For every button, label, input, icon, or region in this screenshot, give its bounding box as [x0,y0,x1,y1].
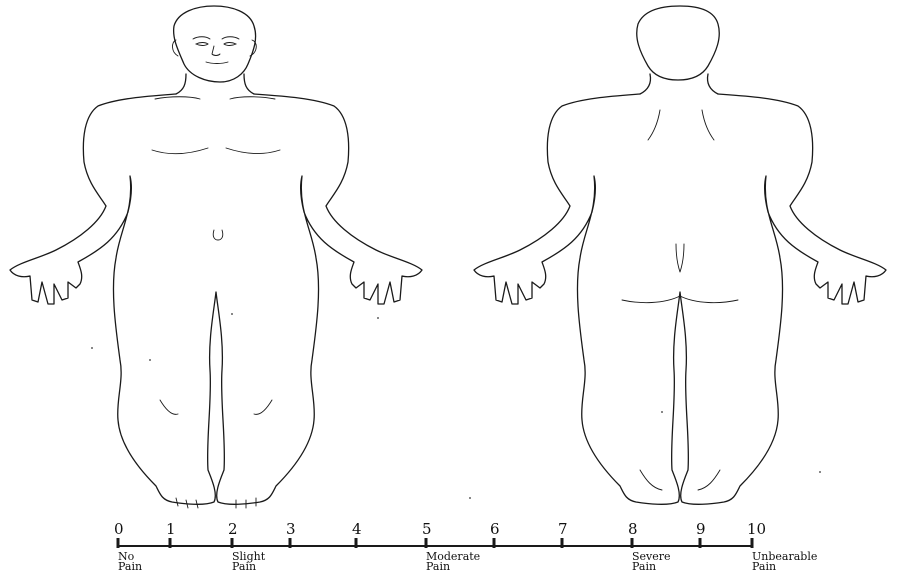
scale-number-3: 3 [286,520,296,538]
scale-number-9: 9 [696,520,706,538]
scale-caption-10-2: Pain [752,560,776,573]
back-body-figure[interactable] [474,6,886,504]
scale-number-7: 7 [558,520,568,538]
front-knee-left [160,400,178,414]
scale-caption-8-2: Pain [632,560,656,573]
scale-caption-2-2: Pain [232,560,256,573]
front-face [193,37,239,64]
front-navel [213,230,223,240]
scale-number-4: 4 [352,520,362,538]
scale-number-2: 2 [228,520,238,538]
back-shoulder-blades [648,110,714,140]
front-chest [152,148,280,154]
scale-caption-5-2: Pain [426,560,450,573]
back-head[interactable] [637,6,720,80]
front-neck [176,74,254,94]
back-ankles [640,470,720,490]
back-neck [640,74,718,94]
front-ear-right [250,40,256,56]
scan-specks [91,313,821,499]
scale-number-5: 5 [422,520,432,538]
scale-number-1: 1 [166,520,176,538]
front-toes [176,498,256,508]
front-body-figure[interactable] [10,6,422,508]
scale-caption-0-2: Pain [118,560,142,573]
front-knee-right [254,400,272,414]
scale-number-8: 8 [628,520,638,538]
back-body-outline[interactable] [474,94,886,504]
scale-number-0: 0 [114,520,124,538]
front-head[interactable] [174,6,256,82]
scale-number-10: 10 [747,520,766,538]
scale-number-6: 6 [490,520,500,538]
front-collarbone [155,97,275,99]
front-body-outline[interactable] [10,94,422,504]
